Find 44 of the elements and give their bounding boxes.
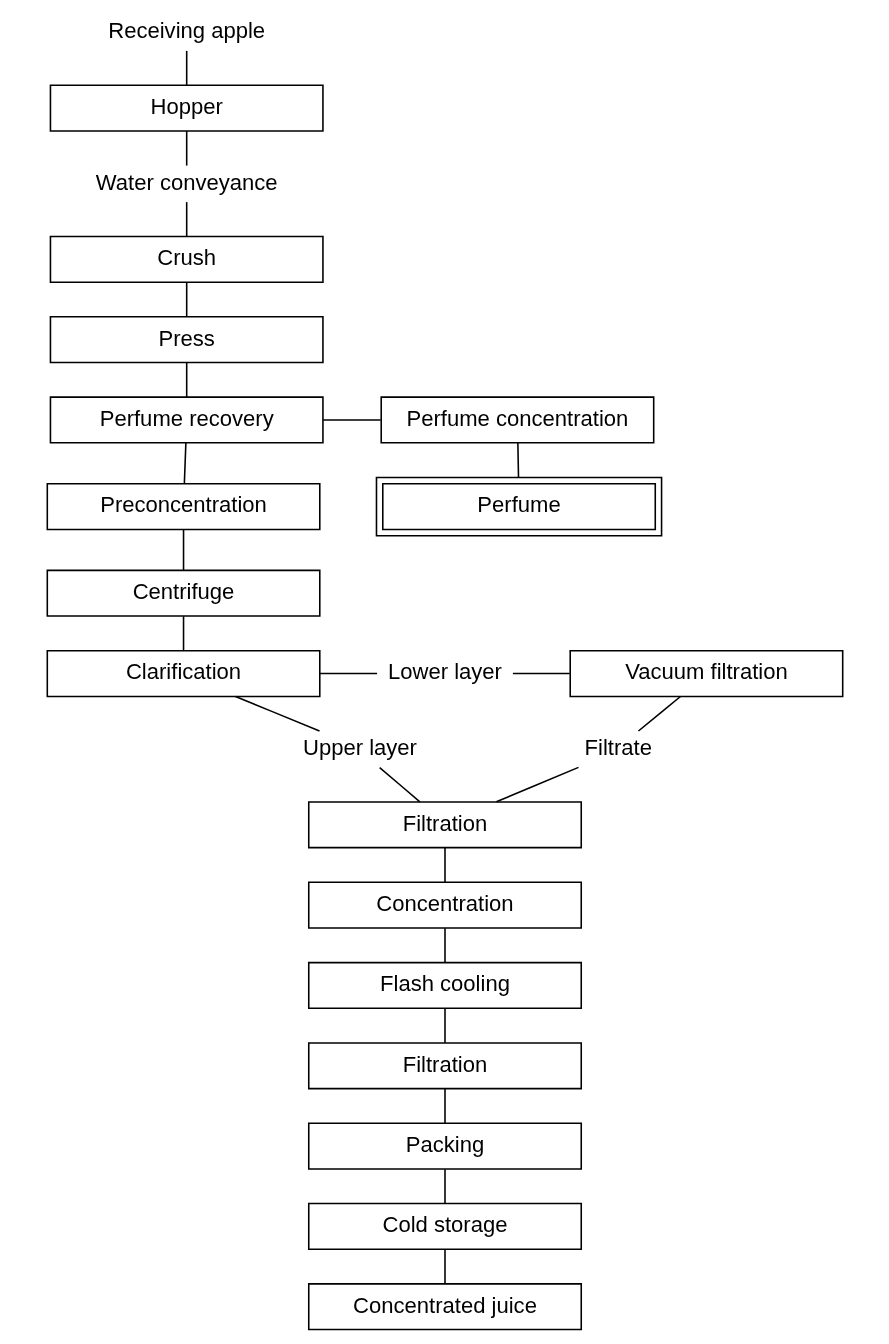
connector <box>443 927 446 964</box>
connector <box>185 201 187 238</box>
connector <box>185 50 187 86</box>
node-box: Perfume recovery <box>49 396 324 444</box>
node-box: Press <box>49 316 324 364</box>
connector <box>234 695 320 732</box>
node-box: Perfume concentration <box>379 396 654 444</box>
node-box: Concentrated juice <box>307 1283 582 1331</box>
connector <box>495 766 579 803</box>
connector <box>318 672 378 675</box>
node-box: Crush <box>49 235 324 283</box>
connector <box>321 419 381 421</box>
connector <box>182 615 184 652</box>
connector <box>443 847 446 883</box>
connector <box>185 281 187 318</box>
node-box: Clarification <box>46 649 321 698</box>
node-box: Hopper <box>49 84 324 132</box>
node-box: Flash cooling <box>307 961 582 1010</box>
node-box: Centrifuge <box>46 569 321 617</box>
connector <box>443 1168 446 1205</box>
node-text: Upper layer <box>302 735 417 761</box>
node-box: Packing <box>307 1122 582 1170</box>
connector <box>378 766 421 803</box>
connector <box>511 672 570 675</box>
node-box: Filtration <box>307 1042 582 1090</box>
node-text: Receiving apple <box>107 18 265 44</box>
connector <box>182 528 184 571</box>
node-box: Concentration <box>307 881 582 929</box>
connector <box>516 442 519 479</box>
node-text: Lower layer <box>387 659 502 685</box>
node-text: Water conveyance <box>95 169 278 195</box>
connector <box>443 1007 446 1044</box>
connector <box>443 1248 446 1285</box>
connector <box>185 361 187 398</box>
node-box: Preconcentration <box>46 483 321 531</box>
node-box: Perfume <box>375 476 662 537</box>
connector <box>183 442 187 485</box>
connector <box>185 130 187 167</box>
node-box: Vacuum filtration <box>568 649 843 698</box>
node-text: Filtrate <box>584 735 652 761</box>
connector <box>637 695 681 732</box>
node-box: Filtration <box>307 801 582 849</box>
connector <box>443 1088 446 1124</box>
node-box: Cold storage <box>307 1202 582 1251</box>
